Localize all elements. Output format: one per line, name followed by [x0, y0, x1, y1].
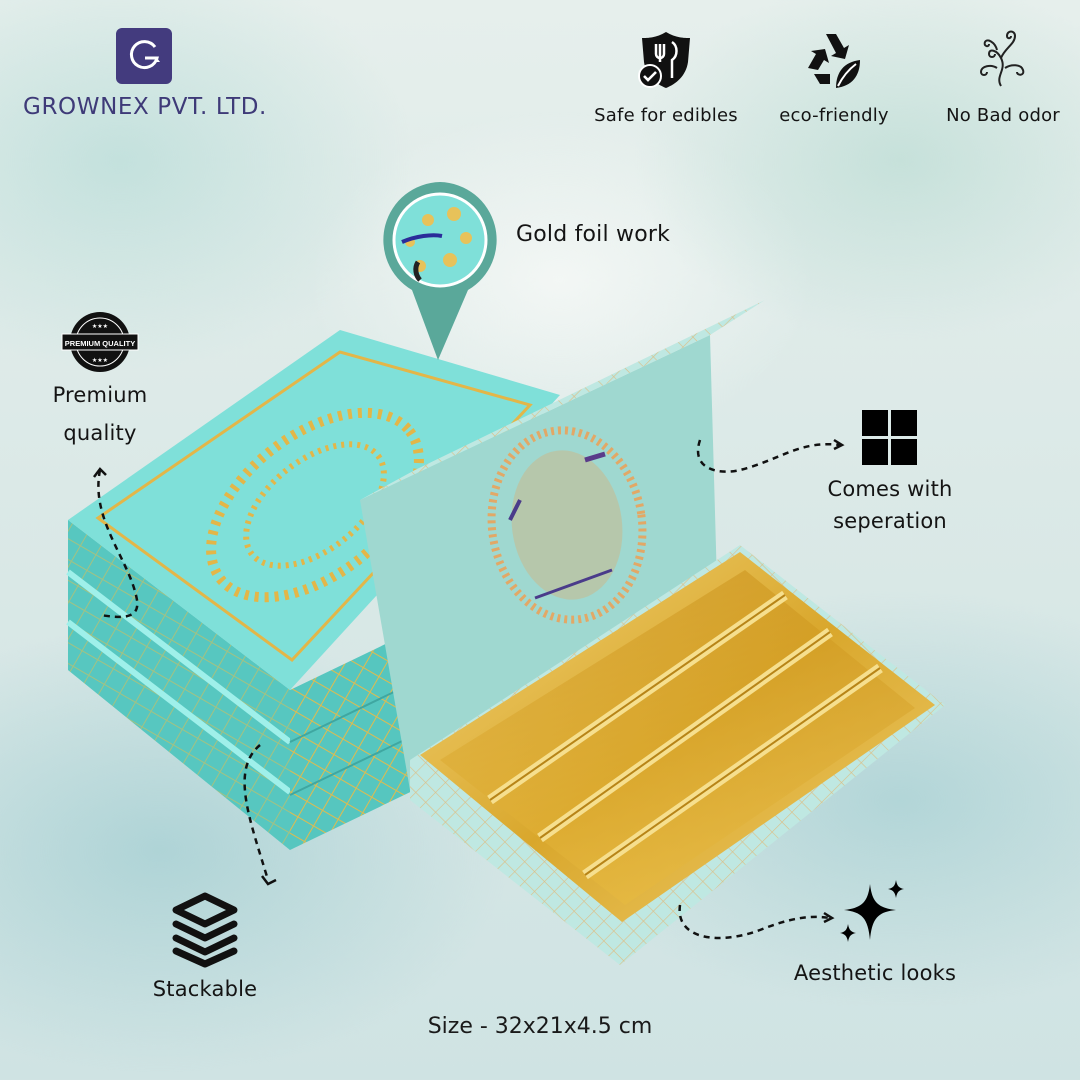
svg-text:★★★: ★★★ — [92, 323, 108, 330]
callout-premium-quality: PREMIUM QUALITY ★★★ ★★★ Premium quality — [40, 310, 160, 449]
swirl-scent-icon — [979, 30, 1025, 87]
feature-label: Safe for edibles — [594, 105, 738, 126]
svg-text:PREMIUM QUALITY: PREMIUM QUALITY — [65, 339, 135, 348]
brand-name: GROWNEX PVT. LTD. — [23, 94, 267, 120]
sparkles-icon — [840, 880, 904, 942]
layers-stack-icon — [172, 892, 238, 968]
gold-foil-label: Gold foil work — [516, 222, 671, 247]
brand-logo — [116, 28, 172, 84]
feature-label: No Bad odor — [946, 105, 1060, 126]
open-box — [360, 300, 945, 965]
dashed-arrows — [97, 439, 841, 940]
callout-stackable: Stackable — [140, 890, 270, 1006]
feature-label: eco-friendly — [779, 105, 889, 126]
feature-safe-for-edibles: Safe for edibles — [586, 28, 746, 129]
premium-label-line1: Premium — [52, 383, 148, 407]
stackable-label: Stackable — [152, 977, 258, 1001]
svg-text:★★★: ★★★ — [92, 357, 108, 364]
aesthetic-label: Aesthetic looks — [793, 961, 957, 985]
recycle-leaf-icon — [808, 34, 860, 88]
shield-cutlery-check-icon — [638, 32, 690, 88]
location-pin-magnifier-icon — [383, 182, 497, 360]
feature-eco-friendly: eco-friendly — [754, 28, 914, 129]
callout-separation: Comes with seperation — [800, 410, 980, 537]
callout-aesthetic: Aesthetic looks — [770, 880, 980, 990]
separation-label-line1: Comes with — [827, 477, 953, 501]
feature-no-bad-odor: No Bad odor — [923, 28, 1080, 129]
size-text: Size - 32x21x4.5 cm — [427, 1014, 653, 1039]
g-logo-icon — [129, 40, 160, 70]
separation-label-line2: seperation — [833, 508, 947, 533]
four-squares-grid-icon — [862, 410, 917, 465]
premium-quality-seal-icon: PREMIUM QUALITY ★★★ ★★★ — [61, 312, 139, 372]
premium-label-line2: quality — [63, 420, 137, 445]
